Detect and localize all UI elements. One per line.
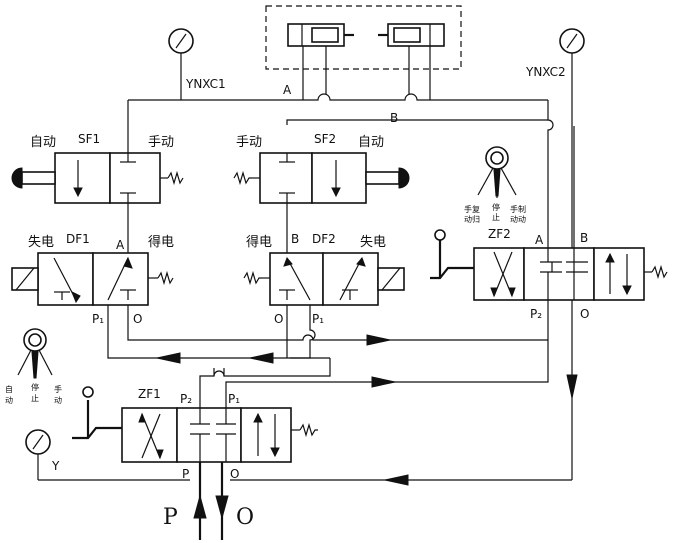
main-p-label: P	[163, 505, 178, 530]
df2-port-b: B	[291, 232, 299, 246]
df1-right-label: 得电	[148, 234, 174, 250]
main-o-label: O	[236, 505, 254, 530]
knob-left-c: 停	[31, 382, 39, 392]
sf1-name: SF1	[78, 132, 100, 146]
df2-name: DF2	[312, 232, 336, 246]
knob-top-left1: 手复	[464, 204, 480, 214]
flow-arrow-down-1	[566, 374, 578, 399]
flow-arrow-left-2	[249, 352, 274, 364]
gauge-y	[25, 429, 51, 480]
valve-df1	[11, 252, 174, 306]
flow-arrow-left-1	[156, 352, 181, 364]
zf1-port-p2: P₂	[180, 392, 192, 406]
knob-top-left2: 动归	[464, 214, 480, 224]
zf2-port-o: O	[580, 307, 589, 321]
zf2-port-p: P₂	[530, 307, 542, 321]
cylinder-left	[287, 23, 354, 47]
port-a-top-label: A	[283, 83, 292, 97]
knob-left-r: 手	[54, 384, 62, 394]
sf2-right-label: 自动	[358, 135, 384, 150]
knob-top-right2: 动动	[510, 214, 526, 224]
gauge-ynxc1	[168, 28, 194, 100]
zf1-port-p1: P₁	[228, 392, 240, 406]
gauge-ynxc2-label: YNXC2	[525, 65, 566, 79]
gauge-y-label: Y	[51, 459, 60, 473]
zf1-name: ZF1	[138, 387, 161, 401]
valve-sf2	[233, 152, 410, 204]
df2-port-p: P₁	[312, 312, 324, 326]
knob-top-center2: 止	[492, 212, 500, 222]
knob-top-right1: 手制	[510, 204, 526, 214]
zf1-port-p: P	[182, 467, 189, 481]
df2-left-label: 得电	[246, 234, 272, 250]
knob-left-cb: 止	[31, 393, 39, 403]
zf1-port-o: O	[230, 467, 239, 481]
selector-knob-left	[17, 328, 53, 379]
knob-left-lb: 动	[5, 395, 13, 405]
valve-df2	[243, 252, 405, 306]
sf1-right-label: 手动	[148, 135, 174, 150]
zf2-name: ZF2	[488, 227, 511, 241]
selector-knob-top	[477, 146, 517, 198]
sf1-left-label: 自动	[30, 135, 56, 150]
knob-left-rb: 动	[54, 395, 62, 405]
df2-port-o: O	[274, 312, 283, 326]
knob-left-l: 自	[5, 384, 13, 394]
cylinder-enclosure	[265, 5, 462, 70]
df1-port-o: O	[133, 312, 142, 326]
df1-left-label: 失电	[28, 235, 54, 250]
gauge-ynxc1-label: YNXC1	[185, 77, 226, 91]
sf2-left-label: 手动	[236, 135, 262, 150]
valve-zf1	[72, 386, 318, 463]
knob-top-center1: 停	[492, 202, 500, 212]
valve-zf2	[430, 229, 668, 301]
df1-port-a: A	[116, 238, 125, 252]
zf2-port-a: A	[535, 233, 544, 247]
zf2-port-b: B	[580, 231, 588, 245]
cylinder-right	[378, 23, 445, 47]
valve-sf1	[11, 152, 184, 204]
df1-name: DF1	[66, 232, 90, 246]
df2-right-label: 失电	[360, 235, 386, 250]
sf2-name: SF2	[314, 132, 336, 146]
flow-arrow-right-1	[366, 334, 391, 346]
df1-port-p: P₁	[92, 312, 104, 326]
port-b-top-label: B	[390, 111, 398, 125]
